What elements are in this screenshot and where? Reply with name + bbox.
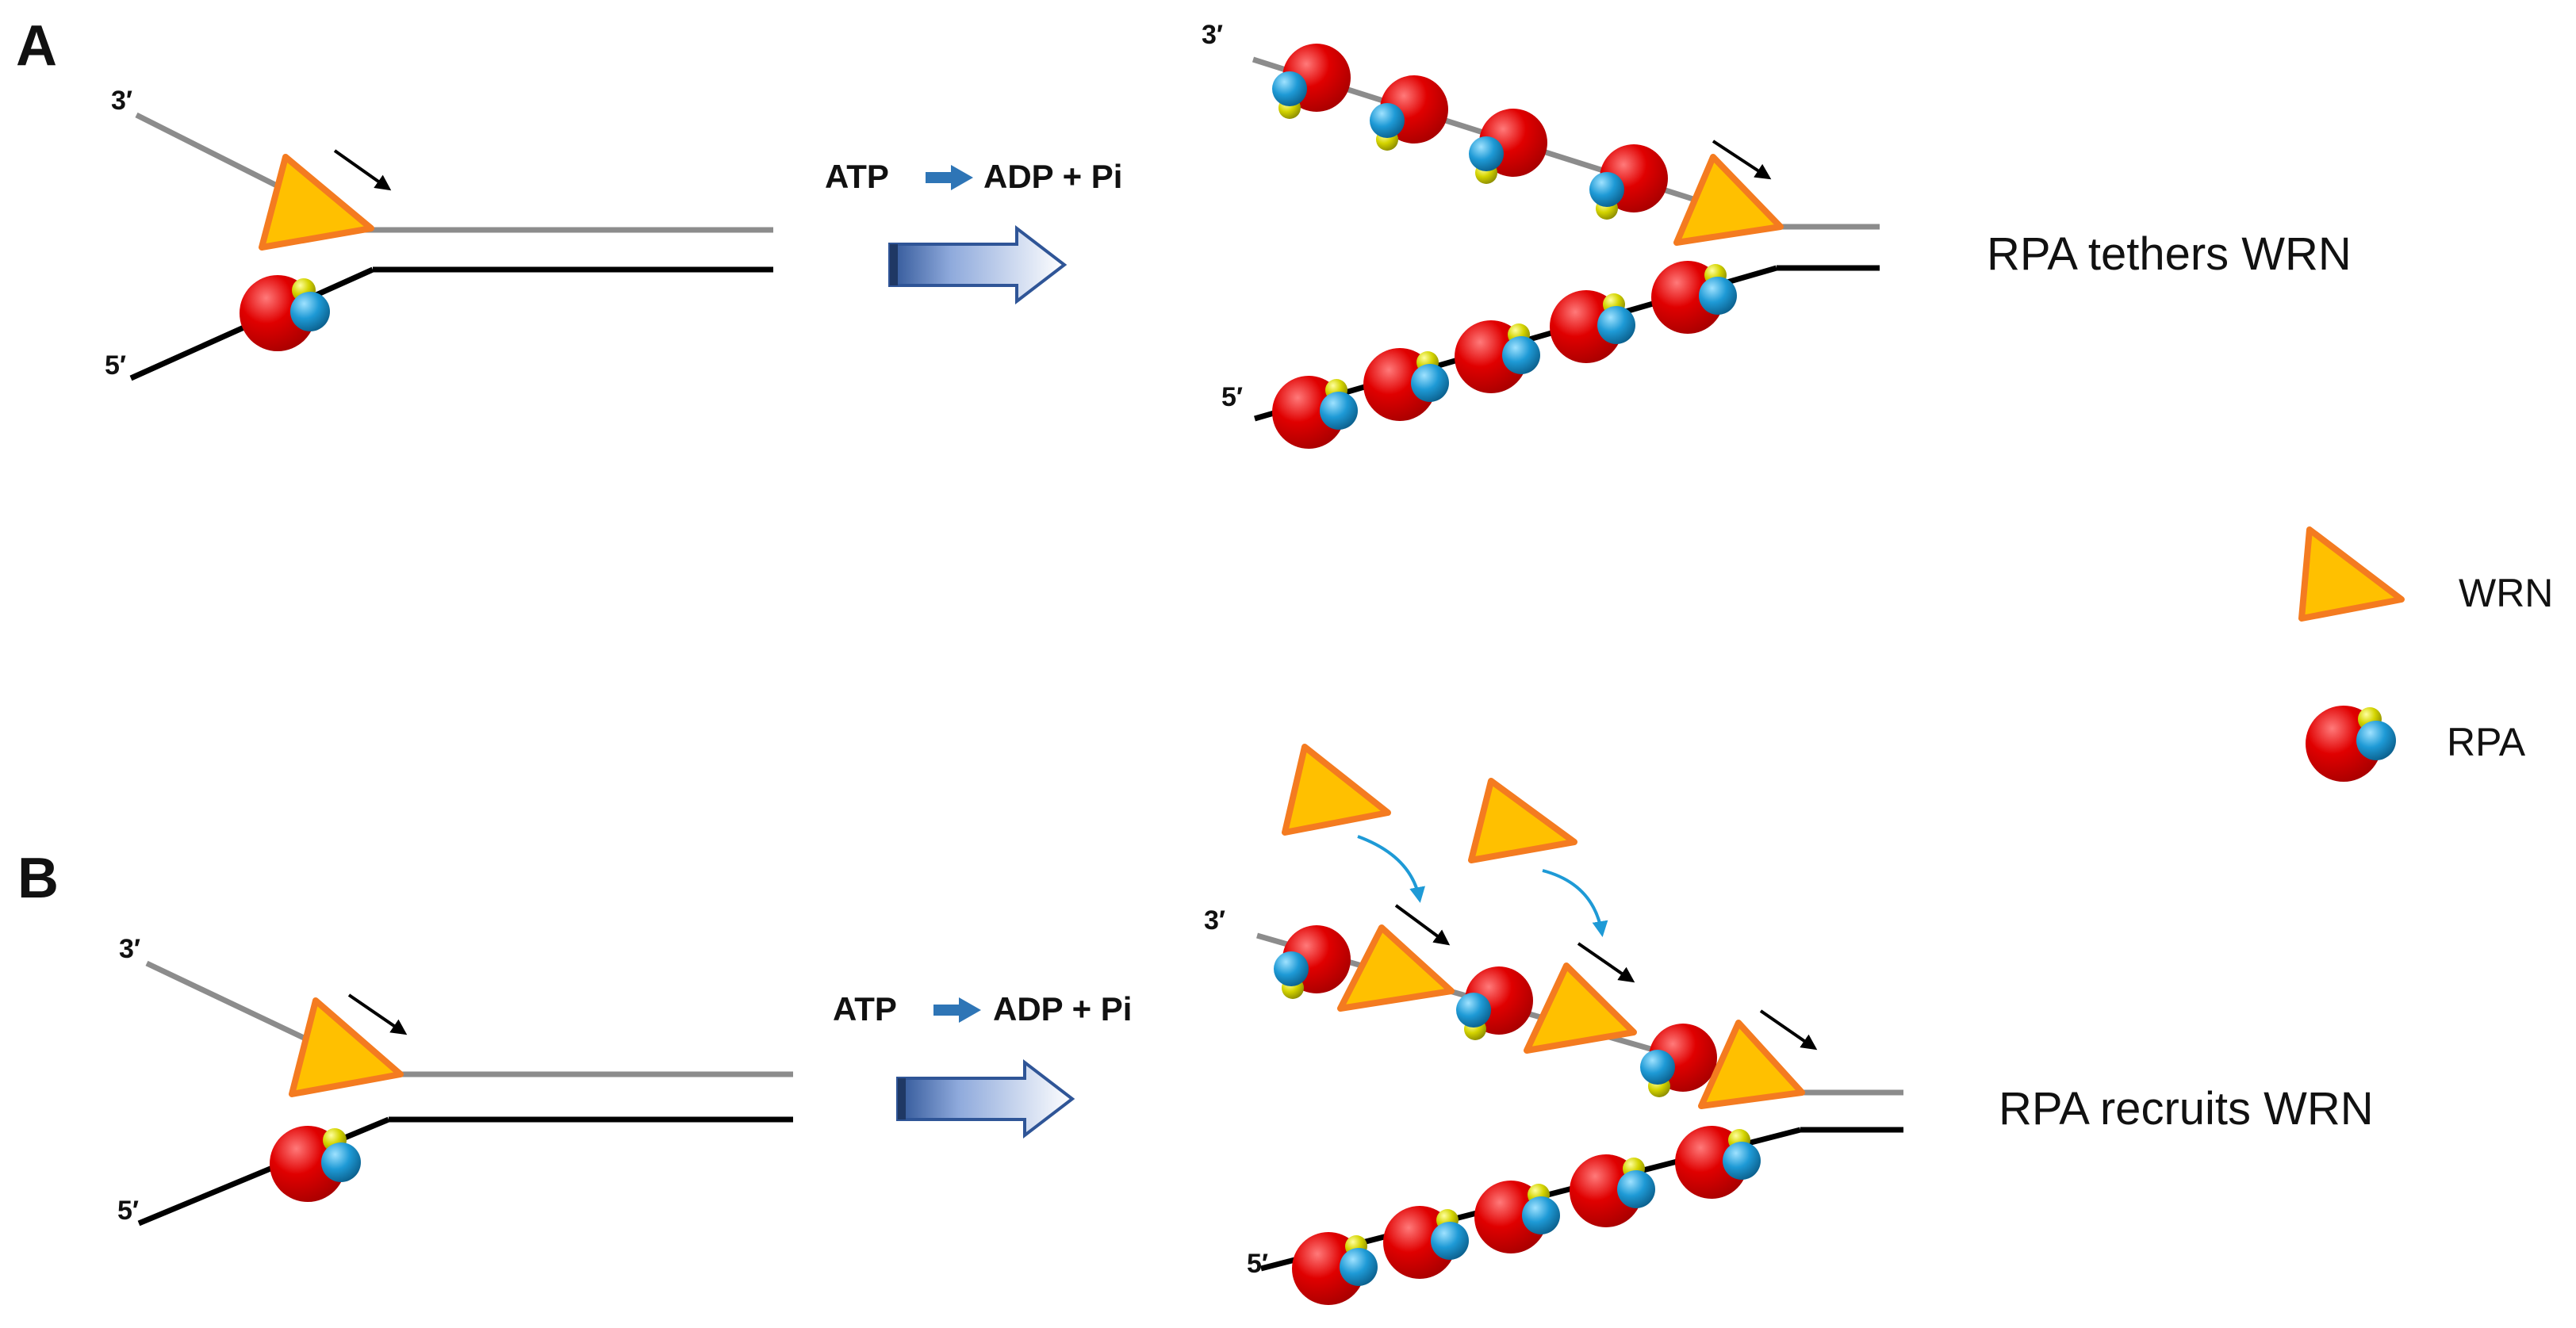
- rpa-protein-icon: [240, 275, 330, 351]
- rpa-protein-icon: [1570, 1154, 1655, 1227]
- legend-wrn-label: WRN: [2459, 571, 2553, 615]
- reaction-substrate: ATP: [833, 990, 897, 1028]
- rpa-protein-icon: [270, 1126, 361, 1202]
- rpa-protein-icon: [1651, 261, 1737, 334]
- wrn-helicase-icon: [259, 154, 374, 251]
- recruit-arrow: [1542, 869, 1608, 937]
- rpa-protein-icon: [1675, 1126, 1761, 1199]
- recruit-arrow: [1357, 835, 1425, 903]
- rpa-protein-icon: [1640, 1024, 1717, 1097]
- reaction-arrow-icon: [933, 997, 981, 1023]
- panel-a-caption: RPA tethers WRN: [1987, 228, 2352, 280]
- panel-a-letter: A: [16, 14, 57, 78]
- rpa-protein-icon: [1272, 44, 1351, 119]
- wrn-helicase-icon: [1337, 924, 1455, 1012]
- rpa-protein-icon: [1363, 348, 1449, 421]
- three-prime-label: 3′: [1202, 20, 1223, 50]
- five-prime-label: 5′: [117, 1196, 139, 1226]
- direction-arrow: [1759, 1009, 1818, 1051]
- legend-rpa-icon: [2306, 706, 2396, 782]
- panel-a-reaction: ATP ADP + Pi: [825, 158, 1122, 305]
- rpa-protein-icon: [1455, 320, 1540, 393]
- three-prime-label: 3′: [119, 934, 140, 964]
- direction-arrow: [333, 149, 392, 191]
- rpa-protein-icon: [1469, 109, 1547, 184]
- rpa-protein-icon: [1292, 1232, 1378, 1305]
- rpa-protein-icon: [1370, 75, 1448, 151]
- five-prime-label: 5′: [105, 350, 126, 381]
- rpa-protein-icon: [1474, 1181, 1560, 1253]
- process-arrow-icon: [896, 1058, 1075, 1139]
- legend: WRN RPA: [2298, 526, 2553, 782]
- legend-rpa-label: RPA: [2447, 720, 2526, 764]
- incoming-wrn-icon: [1282, 744, 1391, 836]
- reaction-arrow-icon: [926, 165, 973, 190]
- panel-b-letter: B: [17, 847, 59, 910]
- panel-a-result-fork: 3′ 5′: [1202, 20, 1880, 449]
- panel-b-result-fork: 3′ 5′: [1204, 744, 1903, 1305]
- reaction-products: ADP + Pi: [983, 158, 1122, 195]
- panel-b-reaction: ATP ADP + Pi: [833, 990, 1132, 1139]
- wrn-helicase-icon: [289, 997, 404, 1097]
- rpa-protein-icon: [1274, 925, 1351, 999]
- five-prime-label: 5′: [1221, 382, 1243, 412]
- rpa-protein-icon: [1383, 1206, 1469, 1279]
- direction-arrow: [347, 993, 408, 1035]
- legend-wrn-icon: [2298, 526, 2405, 622]
- three-prime-label: 3′: [1204, 905, 1225, 936]
- panel-b: B 3′ 5′ ATP ADP +: [17, 744, 2374, 1305]
- rpa-protein-icon: [1550, 290, 1635, 363]
- process-arrow-icon: [888, 224, 1068, 305]
- direction-arrow: [1577, 942, 1635, 983]
- panel-b-caption: RPA recruits WRN: [1999, 1083, 2374, 1135]
- direction-arrow: [1394, 904, 1451, 946]
- three-prime-label: 3′: [111, 86, 132, 116]
- rpa-protein-icon: [1456, 966, 1533, 1040]
- rpa-protein-icon: [1589, 144, 1668, 220]
- five-prime-label: 5′: [1247, 1249, 1268, 1279]
- rpa-protein-icon: [1272, 376, 1358, 449]
- wrn-helicase-icon: [1698, 1020, 1805, 1109]
- reaction-products: ADP + Pi: [993, 990, 1132, 1028]
- wrn-helicase-icon: [1673, 154, 1784, 246]
- wrn-helicase-icon: [1524, 963, 1637, 1054]
- reaction-substrate: ATP: [825, 158, 889, 195]
- incoming-wrn-icon: [1468, 778, 1577, 863]
- panel-b-initial-fork: 3′ 5′: [117, 934, 793, 1227]
- panel-a-initial-fork: 3′ 5′: [105, 86, 773, 381]
- panel-a: A 3′ 5′ ATP ADP +: [16, 14, 2352, 449]
- bottom-strand: [137, 1116, 390, 1227]
- direction-arrow: [1712, 140, 1772, 180]
